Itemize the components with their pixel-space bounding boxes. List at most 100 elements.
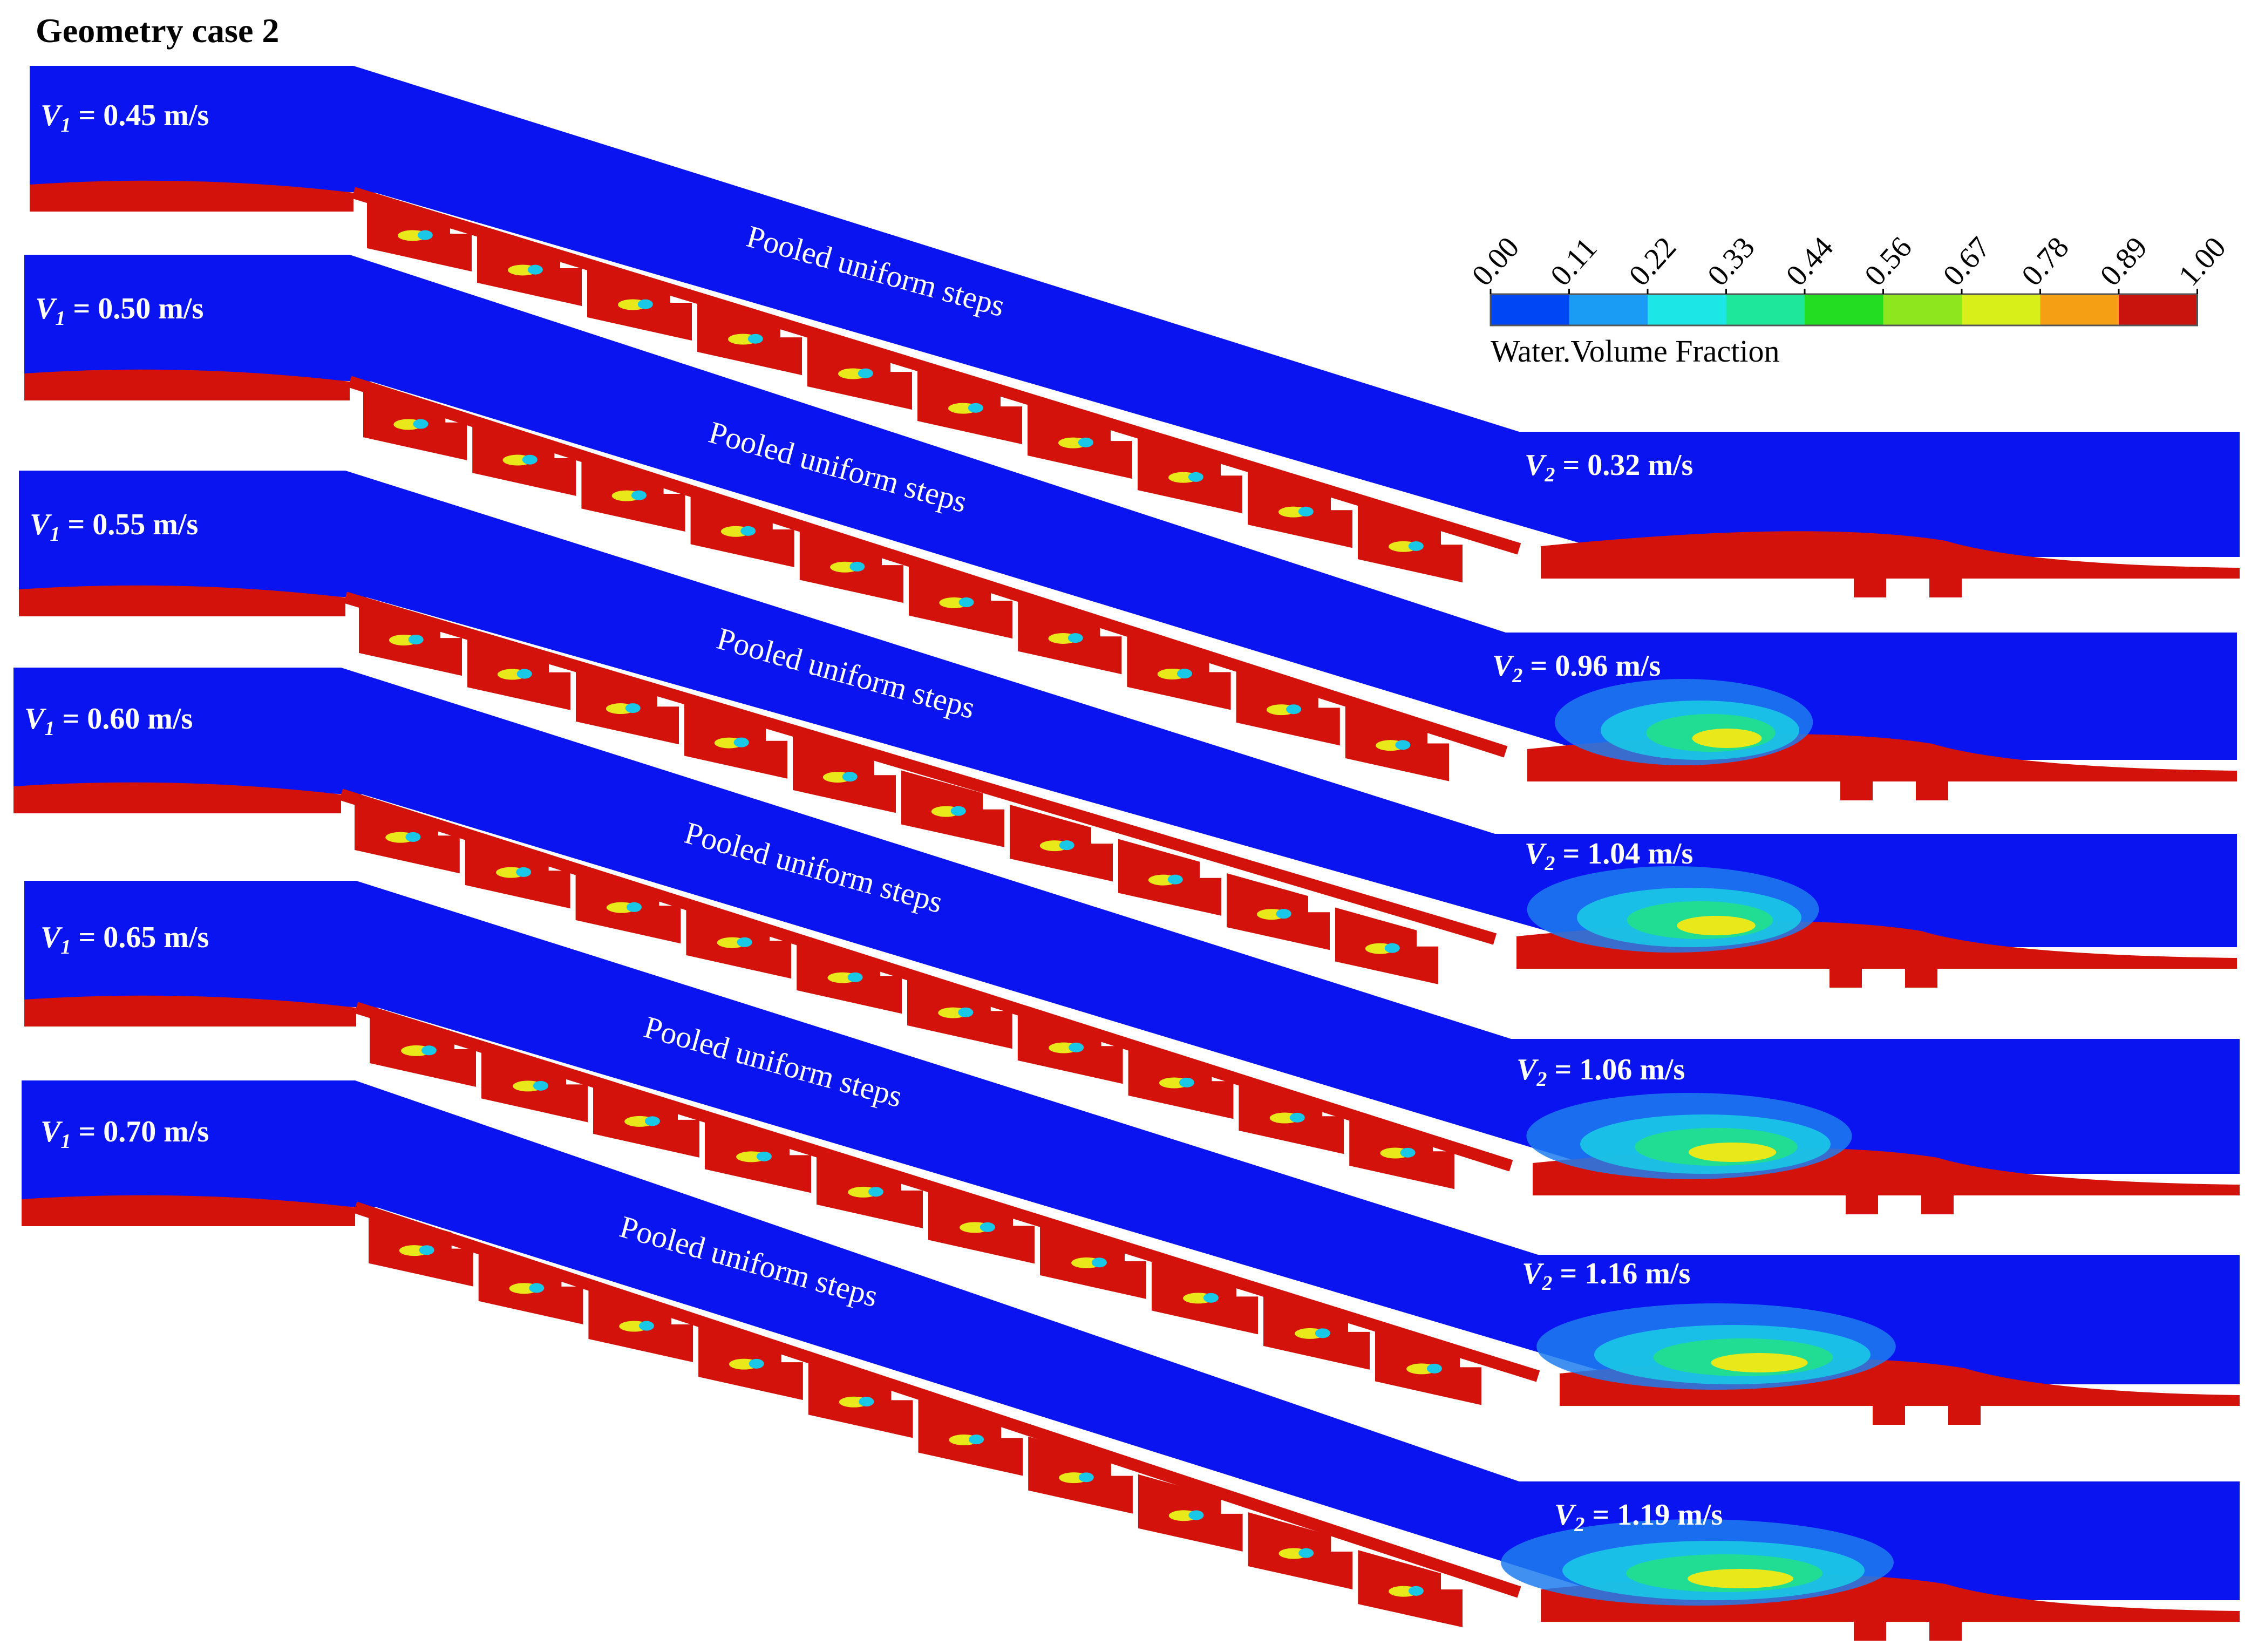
pool-vortex <box>644 1116 660 1126</box>
pool-vortex <box>1179 1077 1194 1087</box>
pool-vortex <box>1203 1293 1219 1303</box>
pool-vortex <box>1188 1510 1204 1520</box>
pool-vortex <box>408 635 424 645</box>
air-region <box>24 255 2237 760</box>
pool-vortex <box>868 1187 883 1197</box>
pool-vortex <box>529 1283 545 1293</box>
baffle-block <box>1948 1403 1981 1425</box>
v2-subscript: 2 <box>1574 1513 1584 1536</box>
pool-vortex <box>638 1321 654 1331</box>
colorbar-segment <box>1648 294 1726 325</box>
v1-symbol: V <box>35 292 58 325</box>
baffle-block <box>1846 1193 1878 1214</box>
v1-subscript: 1 <box>60 114 71 137</box>
pool-vortex <box>637 299 653 309</box>
v2-subscript: 2 <box>1544 852 1555 875</box>
v1-subscript: 1 <box>44 717 55 740</box>
pool-vortex <box>516 867 532 877</box>
pool-vortex <box>737 937 752 947</box>
baffle-block <box>1854 1619 1886 1641</box>
pool-vortex <box>1067 633 1083 643</box>
pool-vortex <box>1408 1586 1424 1596</box>
baffle-block <box>1916 779 1948 800</box>
v1-value: = 0.60 m/s <box>55 702 193 736</box>
baffle-block <box>1921 1193 1954 1214</box>
pool-vortex <box>858 368 873 378</box>
v2-value: = 1.19 m/s <box>1584 1498 1723 1532</box>
v2-value: = 0.32 m/s <box>1555 448 1693 482</box>
air-region <box>19 471 2237 947</box>
pool-vortex <box>1395 740 1411 750</box>
colorbar-tick-label: 0.89 <box>2094 230 2154 292</box>
v1-label: V1 = 0.70 m/s <box>40 1115 209 1153</box>
v1-label: V1 = 0.55 m/s <box>30 508 198 546</box>
pool-vortex <box>740 526 756 536</box>
pool-vortex <box>1091 1257 1107 1268</box>
air-region <box>30 66 2240 557</box>
colorbar-segment <box>2040 294 2119 325</box>
colorbar-frame <box>1490 293 2198 327</box>
colorbar-tick-label: 0.11 <box>1544 232 1603 293</box>
colorbar-segment <box>1883 294 1962 325</box>
pool-vortex <box>1078 437 1093 447</box>
pool-vortex <box>417 230 433 240</box>
v2-symbol: V <box>1525 448 1547 482</box>
pool-vortex <box>516 669 532 679</box>
pool-vortex <box>733 737 749 747</box>
v1-label: V1 = 0.50 m/s <box>35 292 203 330</box>
pool-vortex <box>1188 472 1203 482</box>
v2-subscript: 2 <box>1541 1272 1552 1295</box>
pool-vortex <box>1408 541 1424 551</box>
colorbar-tick-label: 0.78 <box>2015 230 2076 292</box>
baffle-block <box>1873 1403 1905 1425</box>
v1-value: = 0.55 m/s <box>60 508 198 541</box>
upstream-water-layer <box>19 585 345 616</box>
v2-label: V2 = 0.32 m/s <box>1525 448 1693 486</box>
v2-subscript: 2 <box>1512 664 1522 687</box>
pool-vortex <box>1176 669 1192 679</box>
v1-label: V1 = 0.60 m/s <box>24 702 193 740</box>
baffle-block <box>1929 1619 1962 1641</box>
pool-vortex <box>419 1245 434 1255</box>
pool-vortex <box>405 832 421 842</box>
chute-water-film <box>348 376 1508 758</box>
colorbar-segment <box>1569 294 1648 325</box>
v2-subscript: 2 <box>1544 464 1555 486</box>
colorbar-segment <box>2119 294 2198 325</box>
v1-label: V1 = 0.65 m/s <box>40 921 209 958</box>
pool-vortex <box>1059 840 1074 851</box>
pool-vortex <box>1167 874 1183 885</box>
v2-label: V2 = 1.04 m/s <box>1525 837 1693 875</box>
pool-vortex <box>626 902 642 912</box>
pool-vortex <box>625 703 641 713</box>
v2-label: V2 = 1.19 m/s <box>1554 1498 1723 1536</box>
pool-vortex <box>1078 1472 1094 1483</box>
jump-zone <box>1688 1569 1793 1588</box>
colorbar-tick-label: 1.00 <box>2172 230 2233 292</box>
pool-vortex <box>958 1007 974 1017</box>
colorbar-tick-label: 0.33 <box>1701 230 1761 292</box>
jump-zone <box>1677 916 1756 935</box>
baffle-block <box>1829 966 1862 988</box>
v2-label: V2 = 0.96 m/s <box>1492 649 1661 687</box>
pool-vortex <box>747 334 763 344</box>
pool-vortex <box>421 1045 437 1056</box>
baffle-block <box>1905 966 1937 988</box>
v1-value: = 0.50 m/s <box>65 292 203 325</box>
v1-label: V1 = 0.45 m/s <box>40 99 209 137</box>
v2-value: = 1.16 m/s <box>1552 1257 1690 1290</box>
colorbar-tick-label: 0.56 <box>1858 230 1919 292</box>
v2-subscript: 2 <box>1536 1068 1547 1091</box>
pool-vortex <box>522 454 538 465</box>
colorbar-tick-label: 0.67 <box>1937 230 1997 292</box>
pool-vortex <box>849 561 865 572</box>
jump-zone <box>1711 1353 1808 1372</box>
pool-vortex <box>527 264 543 275</box>
v1-subscript: 1 <box>50 523 60 546</box>
pool-vortex <box>1276 909 1291 919</box>
chute-water-film <box>339 788 1513 1172</box>
